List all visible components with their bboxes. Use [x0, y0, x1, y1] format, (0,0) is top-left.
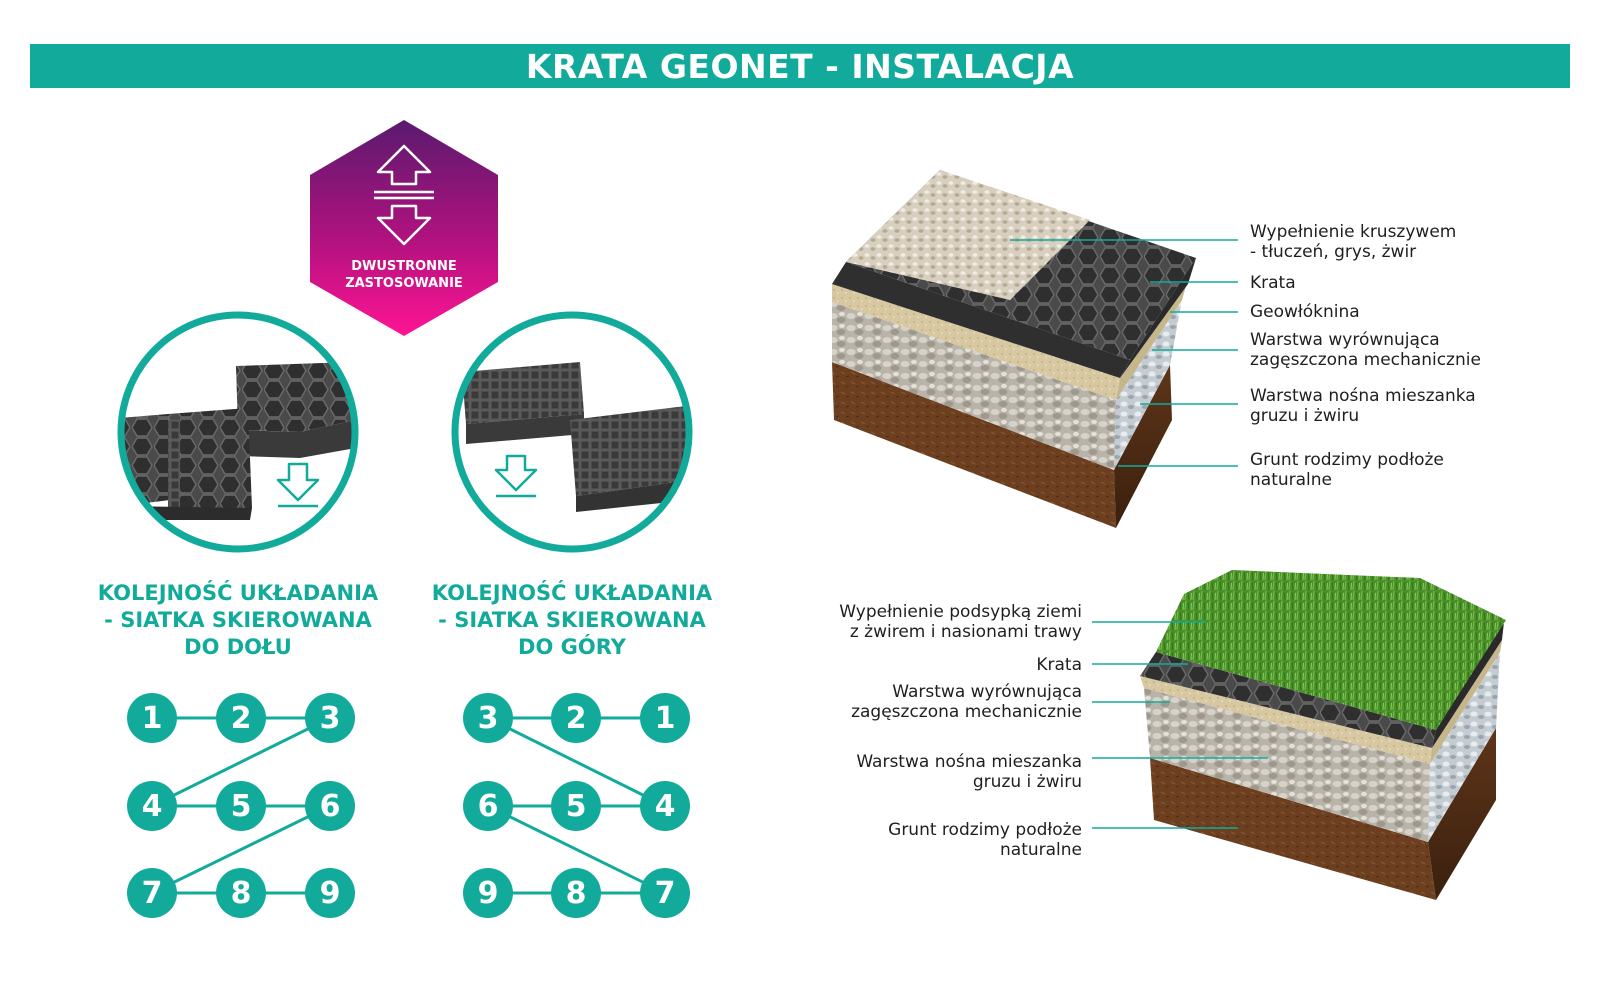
sequence-right-step: 8 — [551, 868, 601, 918]
grass-label-fill-line-2: z żwirem i nasionami trawy — [849, 622, 1082, 642]
gravel-label-base-line-1: Warstwa nośna mieszanka — [1250, 386, 1476, 406]
grass-block-illustration — [1140, 570, 1506, 900]
gravel-label-leveling-line-2: zagęszczona mechanicznie — [1250, 350, 1481, 370]
sequence-left-step: 8 — [216, 868, 266, 918]
gravel-block-illustration — [832, 170, 1196, 528]
grass-label-native-soil-line-2: naturalne — [1000, 840, 1082, 860]
panel-right-ring — [451, 311, 693, 553]
gravel-label-base: Warstwa nośna mieszanka gruzu i żwiru — [1250, 386, 1476, 426]
panel-left-title-line-2: - SIATKA SKIEROWANA — [104, 608, 372, 632]
gravel-label-grid: Krata — [1250, 273, 1296, 293]
panel-left-ring — [117, 311, 359, 553]
header-bar: KRATA GEONET - INSTALACJA — [30, 44, 1570, 88]
grass-label-fill: Wypełnienie podsypką ziemi z żwirem i na… — [839, 602, 1082, 642]
panel-left-title-line-1: KOLEJNOŚĆ UKŁADANIA — [97, 581, 379, 605]
gravel-label-geotextile: Geowłóknina — [1250, 302, 1360, 322]
sequence-left-step: 2 — [216, 693, 266, 743]
sequence-right-step: 1 — [640, 693, 690, 743]
gravel-label-native-soil-line-2: naturalne — [1250, 470, 1332, 490]
gravel-label-fill-line-1: Wypełnienie kruszywem — [1250, 222, 1457, 242]
panel-right-title: KOLEJNOŚĆ UKŁADANIA - SIATKA SKIEROWANA … — [412, 580, 732, 661]
grass-label-grid: Krata — [1036, 655, 1082, 675]
panel-left-title-line-3: DO DOŁU — [184, 635, 292, 659]
grass-leader-lines — [1092, 621, 1268, 829]
sequence-right-step: 9 — [463, 868, 513, 918]
sequence-right-step: 2 — [551, 693, 601, 743]
grass-label-native-soil-line-1: Grunt rodzimy podłoże — [888, 820, 1082, 840]
panel-right-illustration — [455, 315, 689, 549]
badge-line-2: ZASTOSOWANIE — [345, 276, 463, 291]
sequence-left-step: 1 — [127, 693, 177, 743]
gravel-leader-lines — [1010, 239, 1238, 467]
panel-right-title-line-1: KOLEJNOŚĆ UKŁADANIA — [431, 581, 713, 605]
grass-label-fill-line-1: Wypełnienie podsypką ziemi — [839, 602, 1082, 622]
sequence-right-step: 3 — [463, 693, 513, 743]
sequence-right-step: 5 — [551, 781, 601, 831]
gravel-label-native-soil-line-1: Grunt rodzimy podłoże — [1250, 450, 1444, 470]
gravel-label-fill-line-2: - tłuczeń, grys, żwir — [1250, 242, 1417, 262]
grass-label-native-soil: Grunt rodzimy podłoże naturalne — [888, 820, 1082, 860]
gravel-label-native-soil: Grunt rodzimy podłoże naturalne — [1250, 450, 1444, 490]
sequence-left-step: 7 — [127, 868, 177, 918]
panel-right-title-line-3: DO GÓRY — [518, 635, 626, 659]
gravel-label-leveling: Warstwa wyrównująca zagęszczona mechanic… — [1250, 330, 1481, 370]
panel-left-title: KOLEJNOŚĆ UKŁADANIA - SIATKA SKIEROWANA … — [78, 580, 398, 661]
badge-hexagon — [310, 120, 498, 336]
arrow-down-icon-2 — [494, 454, 538, 498]
double-arrow-icon — [374, 144, 434, 246]
grass-label-leveling-line-1: Warstwa wyrównująca — [892, 682, 1082, 702]
sequence-left-step: 4 — [127, 781, 177, 831]
panel-right-title-line-2: - SIATKA SKIEROWANA — [438, 608, 706, 632]
grass-label-base-line-1: Warstwa nośna mieszanka — [856, 752, 1082, 772]
grass-label-leveling-line-2: zagęszczona mechanicznie — [851, 702, 1082, 722]
badge-label: DWUSTRONNE ZASTOSOWANIE — [324, 258, 484, 292]
gravel-label-leveling-line-1: Warstwa wyrównująca — [1250, 330, 1440, 350]
sequence-right-step: 4 — [640, 781, 690, 831]
grass-label-base: Warstwa nośna mieszanka gruzu i żwiru — [856, 752, 1082, 792]
grass-label-base-line-2: gruzu i żwiru — [972, 772, 1082, 792]
sequence-left-step: 5 — [216, 781, 266, 831]
arrow-down-icon — [276, 462, 320, 508]
gravel-label-base-line-2: gruzu i żwiru — [1250, 406, 1360, 426]
gravel-label-fill: Wypełnienie kruszywem - tłuczeń, grys, ż… — [1250, 222, 1456, 262]
grass-label-leveling: Warstwa wyrównująca zagęszczona mechanic… — [851, 682, 1082, 722]
sequence-left-step: 3 — [305, 693, 355, 743]
sequence-right-step: 6 — [463, 781, 513, 831]
sequence-left-step: 6 — [305, 781, 355, 831]
sequence-left-step: 9 — [305, 868, 355, 918]
badge-line-1: DWUSTRONNE — [351, 259, 457, 274]
sequence-right-step: 7 — [640, 868, 690, 918]
page-title: KRATA GEONET - INSTALACJA — [525, 46, 1075, 86]
panel-left-illustration — [121, 315, 355, 549]
